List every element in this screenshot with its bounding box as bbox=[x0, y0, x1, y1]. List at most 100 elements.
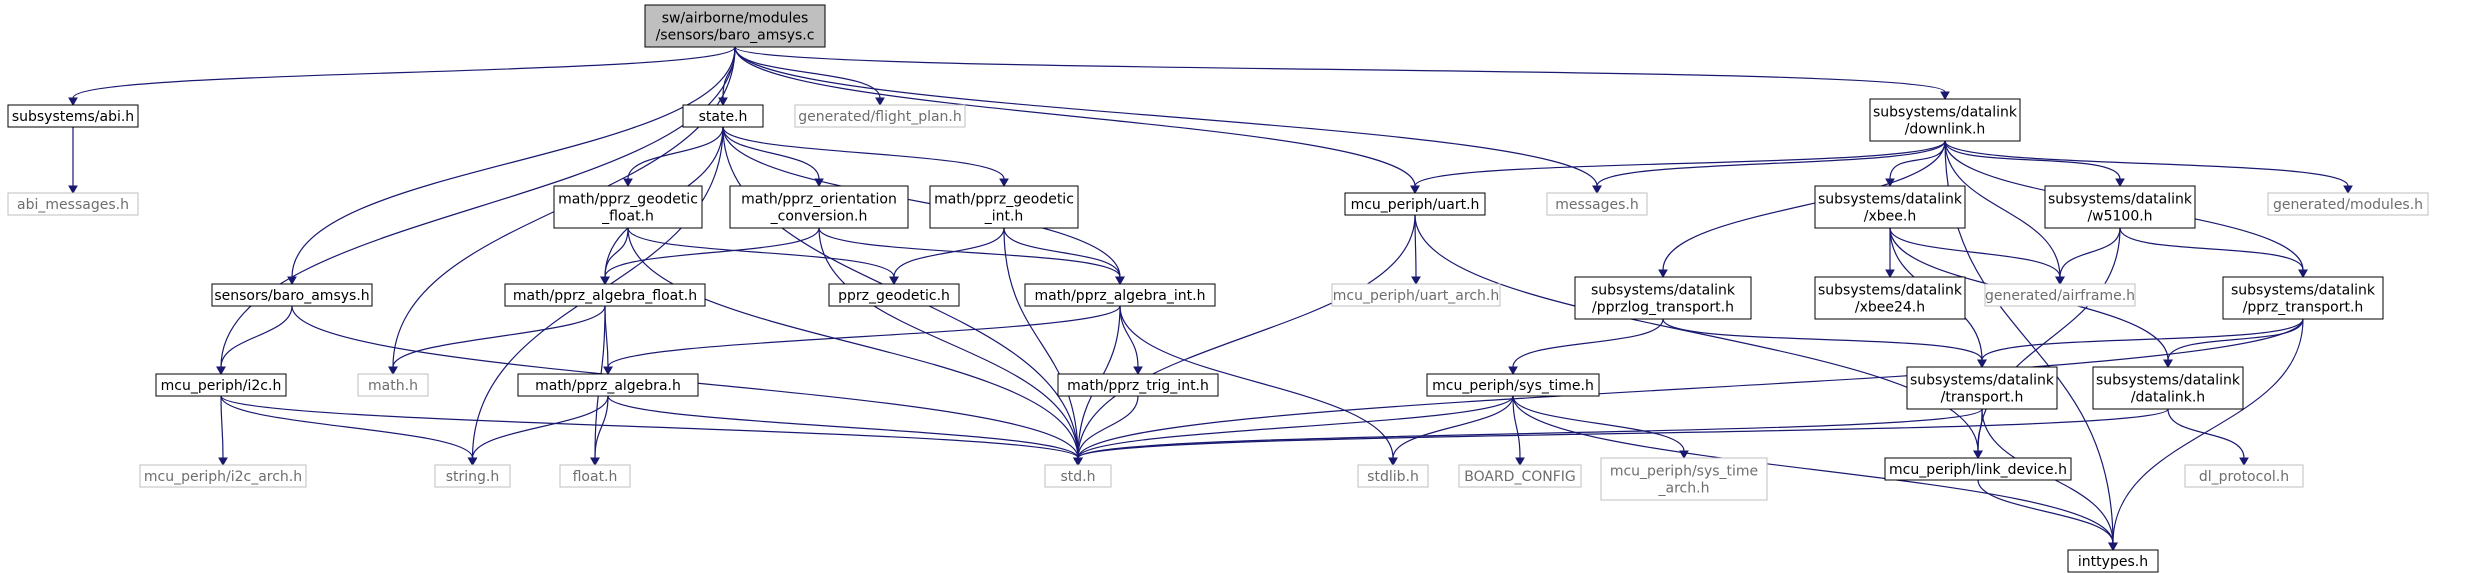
node-box bbox=[794, 104, 966, 128]
node-label: _float.h bbox=[601, 209, 654, 225]
node-box bbox=[729, 185, 909, 229]
node-label: BOARD_CONFIG bbox=[1464, 469, 1576, 485]
node-root[interactable]: sw/airborne/modules/sensors/baro_amsys.c bbox=[644, 4, 826, 48]
edge-line bbox=[1392, 395, 1514, 459]
node-box bbox=[7, 104, 139, 128]
edge-line bbox=[1596, 140, 1946, 187]
edge-downlink-to-xbee bbox=[1885, 140, 1946, 188]
node-label: abi_messages.h bbox=[17, 197, 129, 213]
node-box bbox=[434, 464, 511, 488]
node-pprz-geodetic[interactable]: pprz_geodetic.h bbox=[828, 283, 960, 307]
edge-arrowhead bbox=[875, 97, 885, 107]
node-uart[interactable]: mcu_periph/uart.h bbox=[1344, 192, 1486, 216]
node-pprzlog[interactable]: subsystems/datalink/pprzlog_transport.h bbox=[1574, 276, 1752, 320]
node-gen-airframe: generated/airframe.h bbox=[1984, 283, 2136, 307]
edge-line bbox=[1889, 140, 1946, 180]
node-label: subsystems/datalink bbox=[1873, 105, 2018, 121]
node-label: math/pprz_algebra_int.h bbox=[1035, 288, 1206, 304]
node-sys-time[interactable]: mcu_periph/sys_time.h bbox=[1426, 373, 1600, 397]
edge-line bbox=[220, 395, 474, 459]
node-flight-plan: generated/flight_plan.h bbox=[794, 104, 966, 128]
edge-line bbox=[1977, 408, 1983, 452]
edge-line bbox=[1077, 395, 1514, 459]
edge-algebra-to-float_h bbox=[590, 395, 609, 467]
node-label: inttypes.h bbox=[2078, 554, 2148, 570]
node-abi[interactable]: subsystems/abi.h bbox=[7, 104, 139, 128]
node-algebra-int[interactable]: math/pprz_algebra_int.h bbox=[1024, 283, 1216, 307]
node-xbee24[interactable]: subsystems/datalink/xbee24.h bbox=[1814, 276, 1966, 320]
edge-line bbox=[2119, 227, 2304, 271]
edge-line bbox=[604, 227, 629, 278]
edge-arrowhead bbox=[1115, 276, 1125, 286]
edge-line bbox=[1662, 318, 1983, 361]
edge-pprz_transport-to-transport bbox=[1977, 318, 2304, 369]
node-label: /xbee.h bbox=[1864, 209, 1916, 225]
node-w5100[interactable]: subsystems/datalink/w5100.h bbox=[2044, 185, 2196, 229]
edge-arrowhead bbox=[1973, 450, 1983, 460]
node-trig-int[interactable]: math/pprz_trig_int.h bbox=[1057, 373, 1219, 397]
edge-line bbox=[1077, 395, 1139, 459]
node-box bbox=[553, 185, 703, 229]
node-box bbox=[155, 373, 287, 397]
edge-line bbox=[734, 46, 1416, 187]
node-label: math/pprz_algebra_float.h bbox=[513, 288, 697, 304]
node-downlink[interactable]: subsystems/datalink/downlink.h bbox=[1869, 98, 2021, 142]
node-link-device[interactable]: mcu_periph/link_device.h bbox=[1884, 457, 2072, 481]
node-pprz-transport[interactable]: subsystems/datalink/pprz_transport.h bbox=[2222, 276, 2384, 320]
node-algebra-float[interactable]: math/pprz_algebra_float.h bbox=[504, 283, 706, 307]
node-label: sw/airborne/modules bbox=[662, 11, 809, 27]
edge-downlink-to-uart bbox=[1410, 140, 1946, 195]
edge-line bbox=[893, 227, 1005, 278]
edge-state-to-orientation bbox=[722, 126, 824, 188]
node-box bbox=[1344, 192, 1486, 216]
edge-line bbox=[1077, 318, 2304, 459]
node-label: subsystems/datalink bbox=[1818, 283, 1963, 299]
node-geodetic-int[interactable]: math/pprz_geodetic_int.h bbox=[929, 185, 1079, 229]
node-box bbox=[1574, 276, 1752, 320]
node-orientation[interactable]: math/pprz_orientation_conversion.h bbox=[729, 185, 909, 229]
node-label: state.h bbox=[699, 109, 748, 125]
node-box bbox=[1458, 464, 1582, 488]
node-algebra[interactable]: math/pprz_algebra.h bbox=[517, 373, 699, 397]
edge-arrowhead bbox=[1885, 269, 1895, 279]
edge-pprz_transport-to-datalink bbox=[2163, 318, 2304, 369]
edge-arrowhead bbox=[1940, 91, 1950, 101]
node-label: mcu_periph/link_device.h bbox=[1889, 462, 2067, 478]
node-transport[interactable]: subsystems/datalink/transport.h bbox=[1906, 366, 2058, 410]
edge-line bbox=[627, 227, 1079, 459]
edge-line bbox=[1003, 227, 1079, 459]
node-datalink[interactable]: subsystems/datalink/datalink.h bbox=[2092, 366, 2244, 410]
node-xbee[interactable]: subsystems/datalink/xbee.h bbox=[1814, 185, 1966, 229]
edge-line bbox=[722, 46, 736, 99]
node-i2c[interactable]: mcu_periph/i2c.h bbox=[155, 373, 287, 397]
edge-pprzlog-to-transport bbox=[1662, 318, 1987, 369]
node-i2c-arch: mcu_periph/i2c_arch.h bbox=[139, 464, 307, 488]
node-board-config: BOARD_CONFIG bbox=[1458, 464, 1582, 488]
node-box bbox=[929, 185, 1079, 229]
edge-line bbox=[607, 305, 1121, 368]
edge-algebra_float-to-math_h bbox=[388, 305, 606, 376]
edge-arrowhead bbox=[68, 97, 78, 107]
node-box bbox=[139, 464, 307, 488]
edge-arrowhead bbox=[1508, 366, 1518, 376]
edge-line bbox=[2112, 318, 2304, 544]
node-box bbox=[211, 283, 373, 307]
node-state[interactable]: state.h bbox=[682, 104, 764, 128]
node-label: mcu_periph/uart.h bbox=[1351, 197, 1480, 213]
edge-arrowhead bbox=[2055, 276, 2065, 286]
node-geodetic-float[interactable]: math/pprz_geodetic_float.h bbox=[553, 185, 703, 229]
edge-line bbox=[1512, 395, 2114, 544]
node-label: mcu_periph/uart_arch.h bbox=[1333, 288, 1499, 304]
node-inttypes[interactable]: inttypes.h bbox=[2067, 549, 2159, 573]
edge-line bbox=[818, 227, 1079, 459]
edge-line bbox=[291, 46, 736, 278]
edge-line bbox=[1662, 140, 1946, 271]
edge-line bbox=[722, 126, 1121, 278]
edge-arrowhead bbox=[1411, 276, 1421, 286]
node-label: subsystems/datalink bbox=[1910, 373, 2055, 389]
node-baro-amsys-h[interactable]: sensors/baro_amsys.h bbox=[211, 283, 373, 307]
edge-arrowhead bbox=[2108, 542, 2118, 552]
node-label: /pprz_transport.h bbox=[2243, 300, 2364, 316]
node-box bbox=[1814, 276, 1966, 320]
node-box bbox=[2222, 276, 2384, 320]
